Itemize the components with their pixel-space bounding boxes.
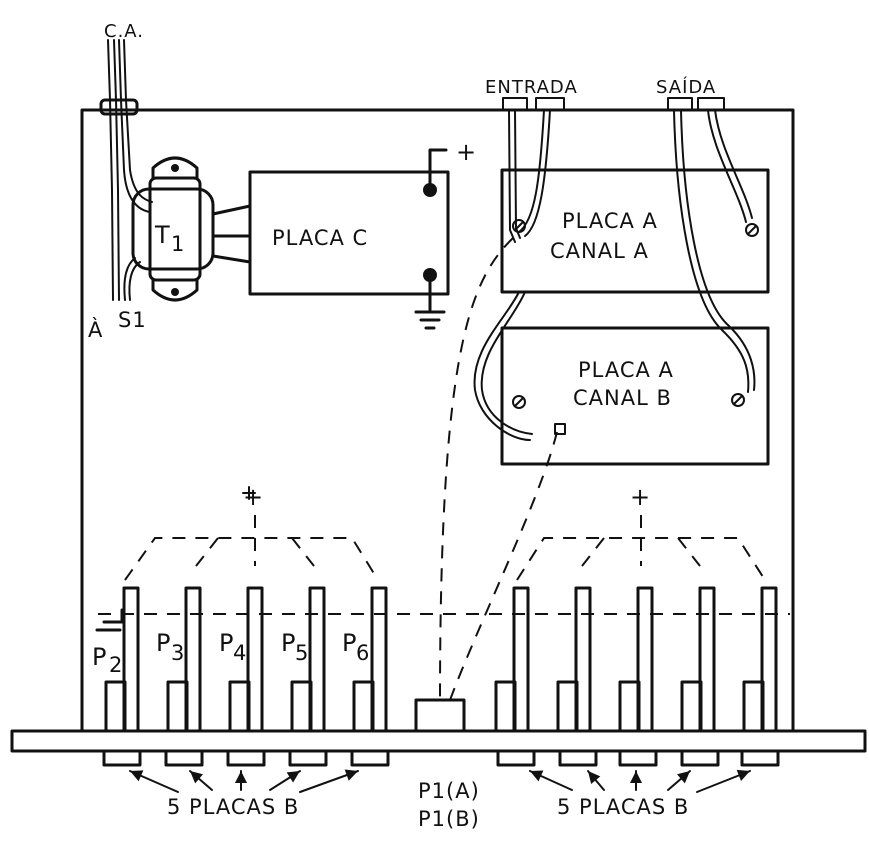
pot-label-p4-sub: 4 <box>233 641 247 665</box>
ca-label: C.A. <box>104 21 144 42</box>
pot-labels: P 2 P 3 P 4 P 5 P 6 <box>92 629 370 677</box>
knob-shaft-7 <box>558 749 598 767</box>
arrow-right-3 <box>630 770 642 791</box>
pot-label-p6-sub: 6 <box>356 641 370 665</box>
a-label: À <box>88 317 103 342</box>
saida-jacks <box>667 97 725 111</box>
front-panel <box>10 729 867 753</box>
front-panel-knobs <box>102 749 780 767</box>
placas-b-right-label: 5 PLACAS B <box>557 795 689 819</box>
knob-shaft-8 <box>618 749 658 767</box>
knob-shaft-9 <box>680 749 720 767</box>
placa-c-label: PLACA C <box>272 226 368 250</box>
pointer-arrows <box>129 769 751 793</box>
knob-shaft-3 <box>226 749 266 767</box>
ground-symbol <box>95 608 124 632</box>
t1-subscript: 1 <box>171 232 185 256</box>
screw-icon <box>512 395 526 409</box>
supply-terminals <box>414 148 448 330</box>
dashed-cable-a <box>439 237 514 701</box>
p1a-label: P1(A) <box>418 779 480 803</box>
p1b-label: P1(B) <box>418 807 480 831</box>
arrow-right-1 <box>529 770 573 791</box>
placa-a-canal-b-label-2: CANAL B <box>573 386 672 410</box>
screw-icon <box>512 219 526 233</box>
placa-a-canal-a-board <box>500 168 770 294</box>
plus-label-left-bank: + <box>243 483 263 511</box>
knob-shaft-4 <box>288 749 328 767</box>
placa-a-canal-b-label-1: PLACA A <box>578 358 674 382</box>
arrow-left-5 <box>299 769 359 793</box>
p1-jack-body <box>414 698 466 733</box>
pot-label-p5-sub: 5 <box>295 641 309 665</box>
right-bank-supply-wiring <box>516 515 766 581</box>
right-pot-3 <box>618 586 654 733</box>
plus-label-supply: + <box>456 138 476 166</box>
screw-icon <box>745 223 759 237</box>
entrada-label: ENTRADA <box>485 77 578 98</box>
pot-label-p6: P <box>342 629 356 657</box>
knob-shaft-10 <box>740 749 780 767</box>
arrow-left-4 <box>269 770 301 791</box>
placa-c-board <box>248 170 450 296</box>
arrow-right-5 <box>696 769 751 793</box>
left-pot-5 <box>352 586 388 733</box>
knob-shaft-5 <box>350 749 390 767</box>
arrow-right-2 <box>587 770 605 791</box>
arrow-left-1 <box>129 770 179 793</box>
placa-a-canal-a-label-1: PLACA A <box>562 209 658 233</box>
chassis-outline <box>80 108 795 733</box>
right-pot-1 <box>494 586 530 733</box>
t1-label: T <box>154 221 170 249</box>
right-pot-2 <box>556 586 592 733</box>
pot-label-p5: P <box>281 629 295 657</box>
terminal-pad <box>554 423 566 435</box>
pot-label-p3-sub: 3 <box>171 641 185 665</box>
left-bank-supply-wiring <box>124 486 379 581</box>
left-pot-4 <box>290 586 326 733</box>
left-pot-2 <box>166 586 202 733</box>
screw-icon <box>731 393 745 407</box>
right-pot-4 <box>680 586 716 733</box>
knob-shaft-2 <box>164 749 204 767</box>
signal-cables <box>473 109 756 441</box>
s1-label: S1 <box>118 308 147 332</box>
cable-grommet <box>99 98 139 116</box>
placa-a-canal-a-label-2: CANAL A <box>550 239 649 263</box>
right-pot-5 <box>742 586 778 733</box>
knob-shaft-6 <box>496 749 536 767</box>
transformer-t1: T 1 <box>131 156 252 302</box>
pot-label-p4: P <box>219 629 233 657</box>
right-potentiometer-bank <box>494 586 778 733</box>
knob-shaft-1 <box>102 749 142 767</box>
arrow-right-4 <box>667 770 691 791</box>
pot-label-p2-sub: 2 <box>109 653 123 677</box>
placas-b-left-label: 5 PLACAS B <box>167 795 299 819</box>
placa-a-canal-b-board <box>500 326 770 466</box>
entrada-jacks <box>502 97 565 111</box>
dashed-cable-b <box>449 431 558 701</box>
ac-power-cable <box>99 39 153 301</box>
left-pot-3 <box>228 586 264 733</box>
pot-label-p3: P <box>156 629 170 657</box>
left-pot-1 <box>104 586 140 733</box>
left-potentiometer-bank <box>104 586 388 733</box>
plus-label-right-bank: + <box>630 483 650 511</box>
arrow-left-3 <box>235 770 247 791</box>
arrow-left-2 <box>189 770 213 791</box>
saida-label: SAÍDA <box>656 76 716 98</box>
pot-label-p2: P <box>92 643 106 671</box>
